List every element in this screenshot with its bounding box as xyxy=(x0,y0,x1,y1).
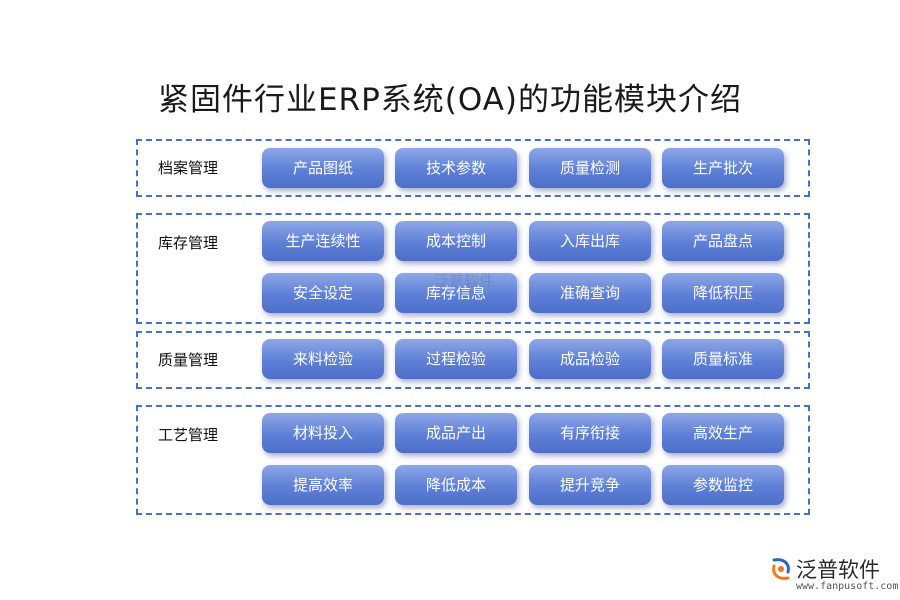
section-process: 工艺管理 材料投入 成品产出 有序衔接 高效生产 提高效率 降低成本 提升竞争 … xyxy=(136,405,810,515)
section-label-inventory: 库存管理 xyxy=(158,234,219,252)
module-button[interactable]: 准确查询 xyxy=(529,273,651,313)
section-archive: 档案管理 产品图纸 技术参数 质量检测 生产批次 xyxy=(136,139,810,197)
module-button[interactable]: 降低积压 xyxy=(662,273,784,313)
logo-url: www.fanpusoft.com xyxy=(796,581,899,592)
module-button[interactable]: 成品产出 xyxy=(395,413,517,453)
module-button[interactable]: 生产批次 xyxy=(662,148,784,188)
module-button[interactable]: 产品图纸 xyxy=(262,148,384,188)
module-button[interactable]: 质量检测 xyxy=(529,148,651,188)
section-label-archive: 档案管理 xyxy=(158,159,219,177)
module-button[interactable]: 降低成本 xyxy=(395,465,517,505)
module-button[interactable]: 参数监控 xyxy=(662,465,784,505)
module-button[interactable]: 成品检验 xyxy=(529,339,651,379)
module-button[interactable]: 材料投入 xyxy=(262,413,384,453)
module-button[interactable]: 提升竞争 xyxy=(529,465,651,505)
module-button[interactable]: 高效生产 xyxy=(662,413,784,453)
module-button[interactable]: 安全设定 xyxy=(262,273,384,313)
section-quality: 质量管理 来料检验 过程检验 成品检验 质量标准 xyxy=(136,331,810,389)
logo-name: 泛普软件 xyxy=(796,558,880,582)
module-button[interactable]: 产品盘点 xyxy=(662,221,784,261)
module-button[interactable]: 有序衔接 xyxy=(529,413,651,453)
module-button[interactable]: 成本控制 xyxy=(395,221,517,261)
module-button[interactable]: 生产连续性 xyxy=(262,221,384,261)
fanpu-logo-icon xyxy=(768,556,794,582)
brand-logo: 泛普软件 www.fanpusoft.com xyxy=(768,554,898,594)
module-button[interactable]: 质量标准 xyxy=(662,339,784,379)
page-title: 紧固件行业ERP系统(OA)的功能模块介绍 xyxy=(157,82,743,118)
section-label-process: 工艺管理 xyxy=(158,426,219,444)
module-button[interactable]: 库存信息 xyxy=(395,273,517,313)
module-button[interactable]: 入库出库 xyxy=(529,221,651,261)
module-button[interactable]: 来料检验 xyxy=(262,339,384,379)
module-button[interactable]: 技术参数 xyxy=(395,148,517,188)
section-inventory: 库存管理 生产连续性 成本控制 入库出库 产品盘点 安全设定 库存信息 准确查询… xyxy=(136,213,810,324)
section-label-quality: 质量管理 xyxy=(158,351,219,369)
module-button[interactable]: 过程检验 xyxy=(395,339,517,379)
watermark: 泛普软件 xyxy=(434,272,495,290)
module-button[interactable]: 提高效率 xyxy=(262,465,384,505)
